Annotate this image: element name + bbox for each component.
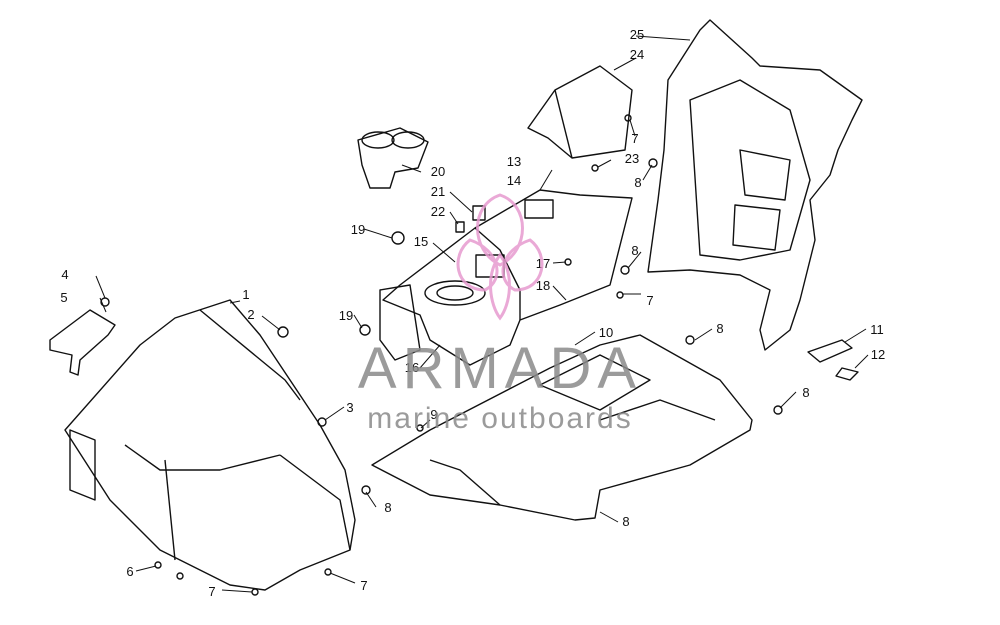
callout-21: 21 (431, 184, 445, 199)
bracket-shape (49, 309, 116, 376)
parts-drawing (49, 19, 863, 596)
callout-labels: 1 2 3 4 5 6 7 7 7 7 7 8 8 8 8 8 8 8 9 10… (60, 27, 885, 599)
watermark-brand: ARMADA (358, 336, 642, 401)
front-dash-panel-shape (64, 299, 356, 591)
callout-12: 12 (871, 347, 885, 362)
callout-14: 14 (507, 173, 521, 188)
callout-2: 2 (247, 307, 254, 322)
callout-10: 10 (599, 325, 613, 340)
callout-22: 22 (431, 204, 445, 219)
callout-1: 1 (242, 287, 249, 302)
callout-18: 18 (536, 278, 550, 293)
callout-7b: 7 (360, 578, 367, 593)
callout-8d: 8 (802, 385, 809, 400)
callout-11: 11 (870, 322, 884, 337)
callout-3: 3 (346, 400, 353, 415)
callout-6: 6 (126, 564, 133, 579)
watermark: ARMADA marine outboards (358, 193, 642, 435)
callout-19b: 19 (339, 308, 353, 323)
leader-lines (95, 35, 869, 593)
callout-20: 20 (431, 164, 445, 179)
armada-logo-icon (456, 193, 544, 321)
callout-16: 16 (405, 360, 419, 375)
watermark-tagline: marine outboards (367, 402, 632, 435)
callout-8e: 8 (384, 500, 391, 515)
callout-15: 15 (414, 234, 428, 249)
callout-9: 9 (430, 407, 437, 422)
callout-5: 5 (60, 290, 67, 305)
callout-19a: 19 (351, 222, 365, 237)
callout-8b: 8 (631, 243, 638, 258)
callout-7a: 7 (208, 584, 215, 599)
callout-7c: 7 (646, 293, 653, 308)
callout-8f: 8 (622, 514, 629, 529)
callout-8a: 8 (634, 175, 641, 190)
callout-23: 23 (625, 151, 639, 166)
rear-panel-shape (647, 19, 863, 351)
callout-25: 25 (630, 27, 644, 42)
callout-4: 4 (61, 267, 68, 282)
callout-7d: 7 (631, 131, 638, 146)
small-plate-shape (807, 339, 853, 363)
callout-13: 13 (507, 154, 521, 169)
console-top-cover-shape (527, 65, 633, 159)
callout-8c: 8 (716, 321, 723, 336)
floor-tray-shape (371, 334, 753, 521)
callout-24: 24 (630, 47, 644, 62)
